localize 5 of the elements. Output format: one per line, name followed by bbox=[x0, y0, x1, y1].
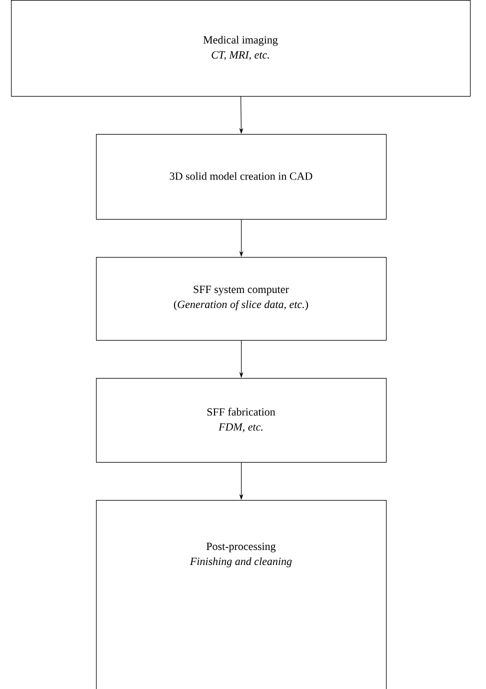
process-box: SFF fabrication FDM, etc. bbox=[96, 378, 387, 463]
process-box: SFF system computer (Generation of slice data, etc.) bbox=[96, 257, 387, 341]
process-box: Post-processing Finishing and cleaning bbox=[96, 500, 387, 689]
process-box: Medical imaging CT, MRI, etc. bbox=[11, 0, 471, 97]
process-box: 3D solid model creation in CAD bbox=[96, 134, 387, 220]
